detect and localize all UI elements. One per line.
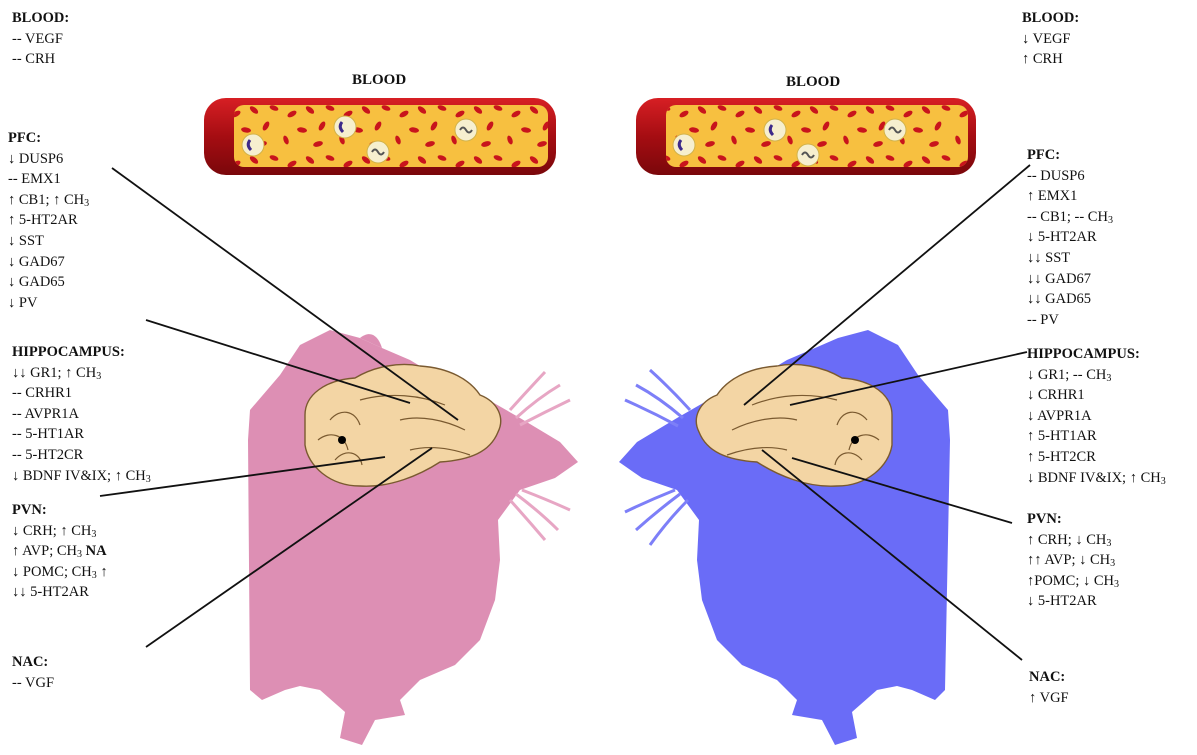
left-pfc-marker: ↓ GAD65: [8, 272, 89, 293]
right-pfc-block: PFC: -- DUSP6↑ EMX1-- CB1; -- CH3↓ 5-HT2…: [1027, 145, 1113, 330]
left-pvn-marker: ↓ POMC; CH3 ↑: [12, 562, 108, 583]
left-blood-block: BLOOD: -- VEGF-- CRH: [12, 8, 69, 70]
left-pfc-marker: -- EMX1: [8, 169, 89, 190]
left-hippocampus-marker: ↓↓ GR1; ↑ CH3: [12, 363, 151, 384]
left-nac-title: NAC: [12, 654, 43, 670]
right-pfc-marker: -- DUSP6: [1027, 166, 1113, 187]
right-hippocampus-marker: ↓ GR1; -- CH3: [1027, 365, 1166, 386]
right-pfc-marker: ↓↓ GAD67: [1027, 269, 1113, 290]
right-nac-marker: ↑ VGF: [1029, 688, 1069, 709]
right-nac-title: NAC: [1029, 669, 1060, 685]
right-blood-marker: ↓ VEGF: [1022, 29, 1079, 50]
left-hippocampus-marker: -- CRHR1: [12, 383, 151, 404]
left-vessel-label: BLOOD: [352, 72, 406, 89]
right-blood-title: BLOOD: [1022, 10, 1074, 26]
left-pfc-block: PFC: ↓ DUSP6-- EMX1↑ CB1; ↑ CH3↑ 5-HT2AR…: [8, 128, 89, 313]
right-pfc-marker: ↓↓ GAD65: [1027, 289, 1113, 310]
right-pvn-marker: ↑ CRH; ↓ CH3: [1027, 530, 1119, 551]
left-nac-lines: -- VGF: [12, 673, 54, 694]
left-pfc-lines: ↓ DUSP6-- EMX1↑ CB1; ↑ CH3↑ 5-HT2AR↓ SST…: [8, 149, 89, 314]
left-nac-block: NAC: -- VGF: [12, 652, 54, 693]
right-hippocampus-marker: ↑ 5-HT2CR: [1027, 447, 1166, 468]
right-hippocampus-lines: ↓ GR1; -- CH3↓ CRHR1↓ AVPR1A↑ 5-HT1AR↑ 5…: [1027, 365, 1166, 489]
left-pfc-marker: ↑ 5-HT2AR: [8, 210, 89, 231]
right-hippocampus-marker: ↓ BDNF IV&IX; ↑ CH3: [1027, 468, 1166, 489]
right-vessel-label: BLOOD: [786, 74, 840, 91]
left-pvn-marker: ↓↓ 5-HT2AR: [12, 582, 108, 603]
left-pfc-marker: ↓ GAD67: [8, 252, 89, 273]
right-hippocampus-marker: ↑ 5-HT1AR: [1027, 426, 1166, 447]
left-blood-marker: -- CRH: [12, 49, 69, 70]
right-pfc-lines: -- DUSP6↑ EMX1-- CB1; -- CH3↓ 5-HT2AR↓↓ …: [1027, 166, 1113, 331]
right-hippocampus-marker: ↓ CRHR1: [1027, 385, 1166, 406]
left-nac-marker: -- VGF: [12, 673, 54, 694]
right-hippocampus-marker: ↓ AVPR1A: [1027, 406, 1166, 427]
left-hippocampus-marker: -- 5-HT1AR: [12, 424, 151, 445]
left-hippocampus-lines: ↓↓ GR1; ↑ CH3-- CRHR1-- AVPR1A-- 5-HT1AR…: [12, 363, 151, 487]
left-hippocampus-marker: ↓ BDNF IV&IX; ↑ CH3: [12, 466, 151, 487]
right-pvn-block: PVN: ↑ CRH; ↓ CH3↑↑ AVP; ↓ CH3↑POMC; ↓ C…: [1027, 509, 1119, 612]
right-pvn-marker: ↓ 5-HT2AR: [1027, 591, 1119, 612]
right-blood-block: BLOOD: ↓ VEGF↑ CRH: [1022, 8, 1079, 70]
left-pfc-marker: ↓ DUSP6: [8, 149, 89, 170]
left-pvn-marker: ↑ AVP; CH3 NA: [12, 541, 108, 562]
left-hippocampus-marker: -- AVPR1A: [12, 404, 151, 425]
left-pfc-marker: ↑ CB1; ↑ CH3: [8, 190, 89, 211]
left-blood-marker: -- VEGF: [12, 29, 69, 50]
right-pfc-marker: ↓ 5-HT2AR: [1027, 227, 1113, 248]
right-pvn-marker: ↑↑ AVP; ↓ CH3: [1027, 550, 1119, 571]
right-pfc-marker: -- PV: [1027, 310, 1113, 331]
right-pfc-marker: ↓↓ SST: [1027, 248, 1113, 269]
left-pvn-block: PVN: ↓ CRH; ↑ CH3↑ AVP; CH3 NA↓ POMC; CH…: [12, 500, 108, 603]
right-nac-block: NAC: ↑ VGF: [1029, 667, 1069, 708]
left-pfc-title: PFC: [8, 130, 36, 146]
left-hippocampus-block: HIPPOCAMPUS: ↓↓ GR1; ↑ CH3-- CRHR1-- AVP…: [12, 342, 151, 486]
left-pfc-marker: ↓ SST: [8, 231, 89, 252]
right-pfc-marker: -- CB1; -- CH3: [1027, 207, 1113, 228]
left-blood-title: BLOOD: [12, 10, 64, 26]
right-hippocampus-block: HIPPOCAMPUS: ↓ GR1; -- CH3↓ CRHR1↓ AVPR1…: [1027, 344, 1166, 488]
left-pvn-title: PVN: [12, 502, 42, 518]
right-pvn-marker: ↑POMC; ↓ CH3: [1027, 571, 1119, 592]
left-hippocampus-marker: -- 5-HT2CR: [12, 445, 151, 466]
left-blood-lines: -- VEGF-- CRH: [12, 29, 69, 70]
right-pvn-lines: ↑ CRH; ↓ CH3↑↑ AVP; ↓ CH3↑POMC; ↓ CH3↓ 5…: [1027, 530, 1119, 612]
left-pvn-lines: ↓ CRH; ↑ CH3↑ AVP; CH3 NA↓ POMC; CH3 ↑↓↓…: [12, 521, 108, 603]
right-blood-marker: ↑ CRH: [1022, 49, 1079, 70]
left-hippocampus-title: HIPPOCAMPUS: [12, 344, 120, 360]
right-hippocampus-title: HIPPOCAMPUS: [1027, 346, 1135, 362]
right-blood-lines: ↓ VEGF↑ CRH: [1022, 29, 1079, 70]
right-nac-lines: ↑ VGF: [1029, 688, 1069, 709]
left-blood-vessel: [204, 98, 556, 175]
right-blood-vessel: [636, 98, 976, 175]
right-pfc-marker: ↑ EMX1: [1027, 186, 1113, 207]
right-pvn-title: PVN: [1027, 511, 1057, 527]
left-pvn-marker: ↓ CRH; ↑ CH3: [12, 521, 108, 542]
right-pfc-title: PFC: [1027, 147, 1055, 163]
left-pfc-marker: ↓ PV: [8, 293, 89, 314]
